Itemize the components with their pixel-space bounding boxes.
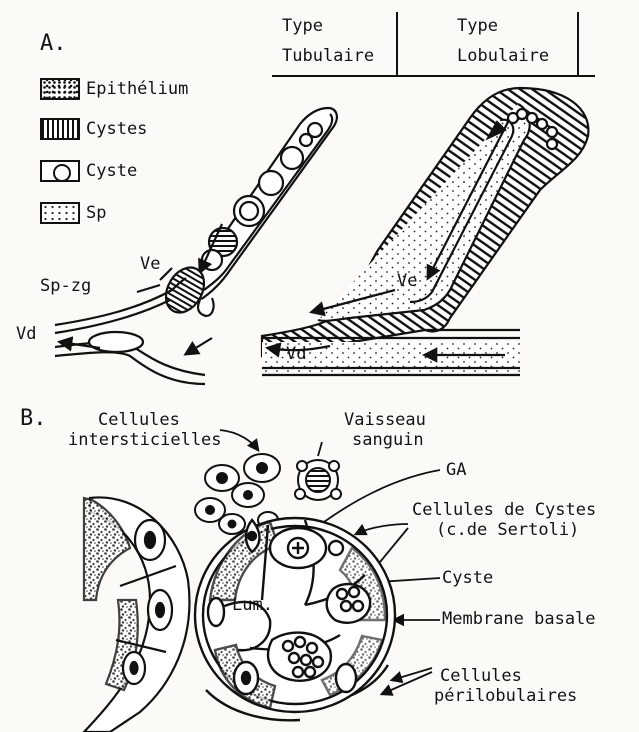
lobular-header-line2: Lobulaire xyxy=(457,48,549,65)
legend-row-cystes: Cystes xyxy=(40,118,147,140)
label-ve-right: Ve xyxy=(397,273,417,290)
label-vd-right: Vd xyxy=(286,346,306,363)
tubular-header-line1: Type xyxy=(282,18,323,35)
legend-row-epithelium: Epithélium xyxy=(40,78,188,100)
cyste-label: Cyste xyxy=(442,570,493,587)
ring-box-icon xyxy=(40,160,80,182)
membrane-label: Membrane basale xyxy=(442,611,596,628)
legend-row-cyste: Cyste xyxy=(40,160,137,182)
tubular-header-line2: Tubulaire xyxy=(282,48,374,65)
striped-box-icon xyxy=(40,118,80,140)
label-sp-zg: Sp-zg xyxy=(40,278,91,295)
interstitial-label-line1: Cellules xyxy=(98,412,180,429)
vessel-label-line2: sanguin xyxy=(352,432,424,449)
legend-row-sp: Sp xyxy=(40,202,106,224)
dotted-box-icon xyxy=(40,202,80,224)
lobular-header-line1: Type xyxy=(457,18,498,35)
perilobular-label-line2: périlobulaires xyxy=(434,688,577,705)
lumen-label: Lum. xyxy=(232,597,273,614)
cyst-cells-label-line2: (c.de Sertoli) xyxy=(436,522,579,539)
main-lobule-cross-section xyxy=(195,518,395,720)
interstitial-label-line2: intersticielles xyxy=(68,432,222,449)
vessel-label-line1: Vaisseau xyxy=(344,412,426,429)
legend-label-sp: Sp xyxy=(86,205,106,222)
legend-label-cystes: Cystes xyxy=(86,121,147,138)
label-ve-left: Ve xyxy=(140,256,160,273)
tubular-tubule xyxy=(158,108,337,319)
blood-vessel xyxy=(295,460,341,500)
legend-label-cyste: Cyste xyxy=(86,163,137,180)
panel-a-letter: A. xyxy=(40,33,67,55)
neighbouring-lobule xyxy=(84,497,189,732)
stippled-box-icon xyxy=(40,78,80,100)
panel-b-letter: B. xyxy=(20,408,47,430)
label-vd-left: Vd xyxy=(16,326,36,343)
perilobular-label-line1: Cellules xyxy=(440,668,522,685)
legend-label-epithelium: Epithélium xyxy=(86,81,188,98)
ga-label: GA xyxy=(446,462,466,479)
cyst-cells-label-line1: Cellules de Cystes xyxy=(412,502,596,519)
